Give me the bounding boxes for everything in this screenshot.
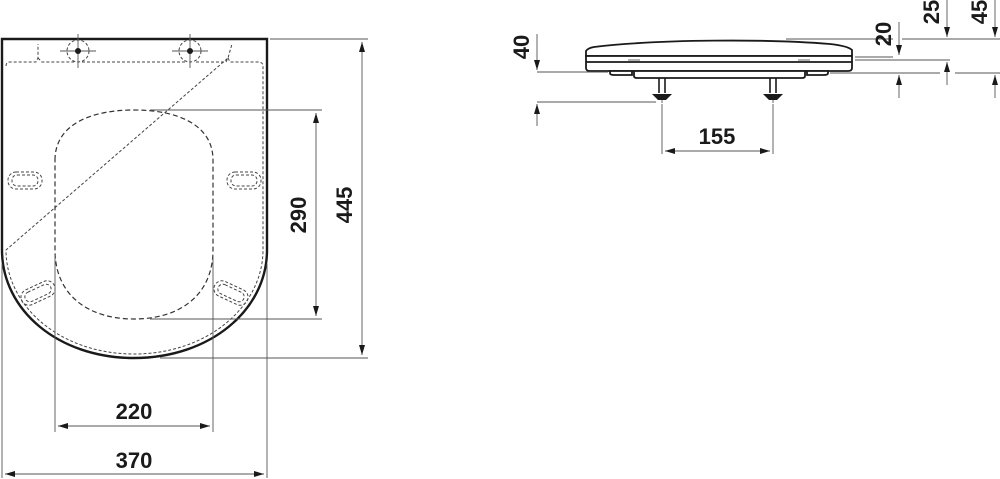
dimension-label-25: 25 — [919, 0, 944, 24]
buffer-pad-right-upper — [226, 171, 262, 190]
dimension-label-155: 155 — [699, 124, 736, 149]
hinge-bolt-side-left — [652, 78, 672, 103]
dimension-opening-length: 290 — [286, 113, 319, 316]
dimension-overall-width: 370 — [5, 448, 264, 477]
hinge-plate — [633, 70, 806, 79]
dimension-total-height: 45 — [967, 0, 998, 98]
dimension-label-45: 45 — [967, 0, 992, 24]
buffer-pad-right-lower — [213, 280, 249, 306]
dimension-label-290: 290 — [286, 197, 311, 234]
seat-opening — [54, 109, 214, 320]
dimension-label-445: 445 — [332, 187, 357, 224]
hinge-bolt-left — [60, 34, 96, 68]
dimension-seat-thickness: 25 — [919, 0, 950, 85]
hinge-bolt-side-right — [763, 78, 783, 103]
seat-lid-profile — [585, 39, 853, 57]
seat-underside-dashed — [5, 43, 264, 355]
dimension-label-20: 20 — [871, 22, 896, 46]
dimension-fixing-depth: 40 — [509, 34, 540, 126]
dimension-hinge-spacing: 155 — [665, 124, 770, 154]
seat-ring-profile — [585, 55, 853, 72]
side-view: 40 155 20 25 45 — [509, 0, 1000, 154]
dimension-opening-width: 220 — [58, 399, 210, 429]
dimension-overall-length: 445 — [332, 42, 365, 355]
top-view: 445 290 220 370 — [0, 34, 368, 478]
dimension-label-220: 220 — [116, 399, 153, 424]
dimension-label-370: 370 — [116, 448, 153, 473]
hinge-bolt-right — [172, 34, 208, 68]
seat-outline — [0, 37, 269, 360]
buffer-pad-left-upper — [7, 171, 43, 190]
dimension-lid-thickness: 20 — [871, 22, 902, 98]
dimension-label-40: 40 — [509, 35, 534, 59]
